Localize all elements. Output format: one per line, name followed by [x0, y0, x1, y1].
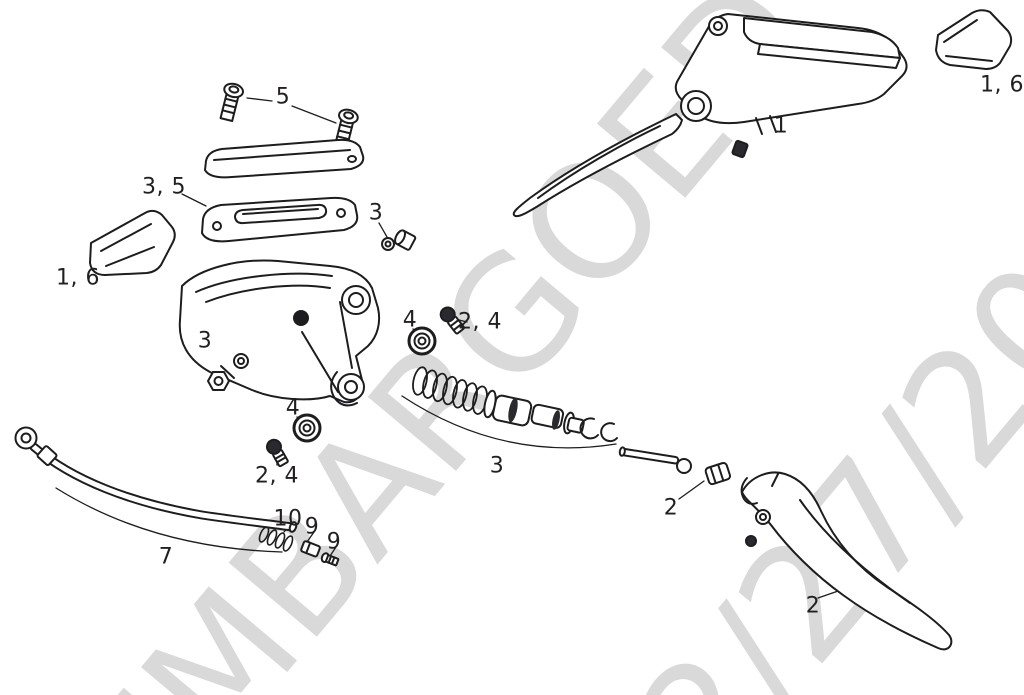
part-label-4-upper: 4: [402, 307, 418, 333]
lever-1-lid-edge: [757, 43, 901, 69]
part-label-1: 1: [773, 113, 789, 139]
part-hose-7: [14, 426, 298, 533]
part-label-5: 5: [275, 84, 291, 110]
part-label-10: 10: [273, 506, 303, 532]
circlip-a: [579, 417, 599, 440]
part-plate-3-5: [201, 196, 359, 243]
lever-1-adjust-knob: [731, 139, 749, 159]
part-lid-5: [204, 138, 365, 179]
part-nut-3-left: [207, 353, 249, 391]
part-cover-1-6-right: [935, 9, 1013, 70]
part-label-2-4-lower: 2, 4: [255, 463, 299, 489]
part-lever-body: [178, 259, 381, 407]
part-seal-4-lower: [292, 413, 322, 443]
piston-spring: [412, 366, 488, 415]
part-label-2-rod: 2: [663, 495, 679, 521]
part-cover-1-6-left: [89, 209, 176, 276]
part-barrel-2: [704, 461, 732, 486]
part-fitting-9a: [300, 540, 321, 558]
part-label-2-blade: 2: [805, 593, 821, 619]
leader-lines: [55, 97, 842, 599]
part-seal-4-upper: [407, 326, 437, 356]
part-label-2-4-upper: 2, 4: [458, 309, 502, 335]
part-screw-2-4-lower: [266, 438, 289, 468]
part-label-9-a: 9: [304, 514, 320, 540]
part-label-3-5: 3, 5: [142, 174, 186, 200]
part-bushing-3-top: [381, 229, 417, 251]
part-label-3-piston: 3: [489, 453, 505, 479]
part-label-9-b: 9: [326, 529, 342, 555]
part-screw-2-4-upper: [439, 306, 465, 335]
part-label-3-left: 3: [197, 328, 213, 354]
part-label-7: 7: [158, 544, 174, 570]
part-fitting-9b: [320, 552, 340, 567]
part-piston-assembly-3: [412, 366, 618, 443]
body-bore-hole: [293, 310, 309, 326]
lever-1-blade: [512, 113, 683, 218]
part-screw-5-left: [219, 82, 244, 123]
lever-1-blade-line: [537, 125, 661, 199]
part-label-3-top: 3: [368, 200, 384, 226]
circlip-b: [600, 422, 618, 443]
part-lever-blade-2: [740, 471, 953, 651]
part-label-1-6-right: 1, 6: [980, 72, 1024, 98]
part-label-4-lower: 4: [285, 395, 301, 421]
part-spring-10: [258, 526, 294, 552]
part-label-1-6-left: 1, 6: [56, 265, 100, 291]
part-pushrod-2: [618, 446, 692, 474]
part-lever-assembly-1: [512, 13, 908, 218]
